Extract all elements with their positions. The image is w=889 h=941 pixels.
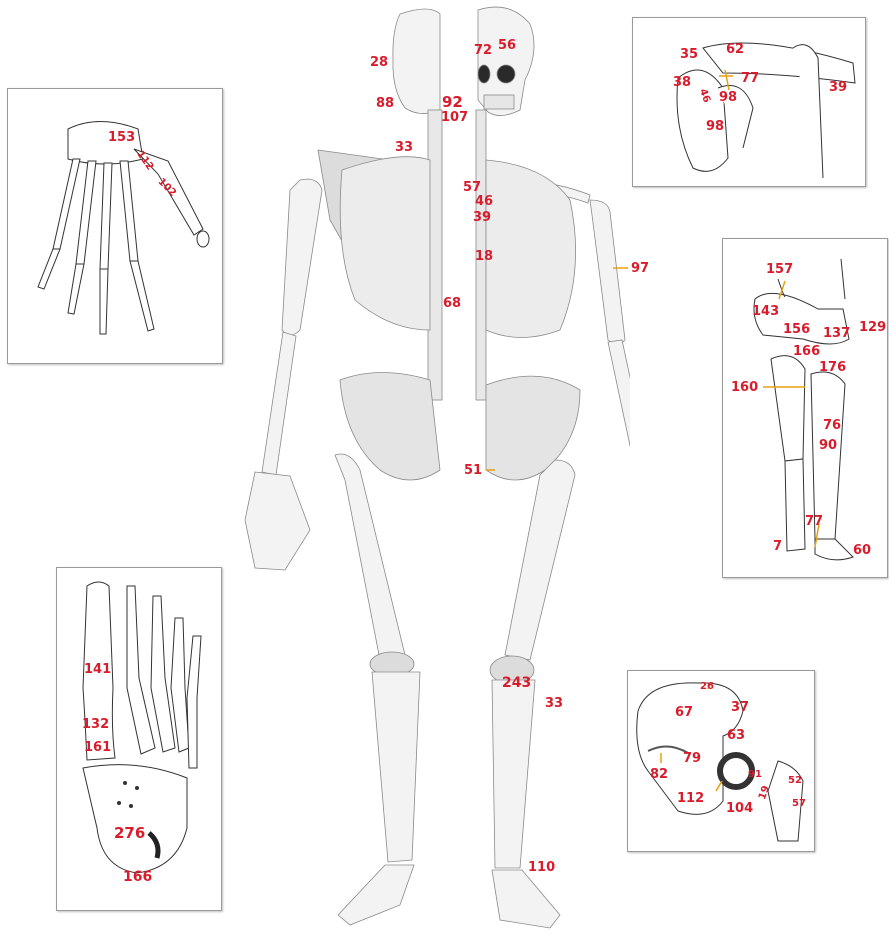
label-35: 35 <box>680 48 698 61</box>
hip-panel: 26 67 37 63 82 79 91 52 57 112 104 19 <box>627 670 815 852</box>
label-56: 56 <box>498 39 516 52</box>
skeleton-illustration <box>230 0 630 941</box>
label-79: 79 <box>683 752 701 765</box>
label-112: 112 <box>677 792 704 805</box>
label-76: 76 <box>823 419 841 432</box>
label-82: 82 <box>650 768 668 781</box>
label-243: 243 <box>502 677 531 690</box>
label-98-top: 98 <box>719 91 737 104</box>
shoulder-illustration <box>633 18 865 186</box>
label-166: 166 <box>123 871 152 884</box>
label-97: 97 <box>631 262 649 275</box>
label-52: 52 <box>788 776 802 786</box>
femur-left <box>335 454 405 660</box>
tibia-right <box>492 680 535 868</box>
label-68: 68 <box>443 297 461 310</box>
label-46: 46 <box>475 195 493 208</box>
label-176: 176 <box>819 361 846 374</box>
label-33-neck: 33 <box>395 141 413 154</box>
label-104: 104 <box>726 802 753 815</box>
label-39: 39 <box>829 81 847 94</box>
label-38: 38 <box>673 76 691 89</box>
label-60: 60 <box>853 544 871 557</box>
label-26: 26 <box>700 682 714 692</box>
label-88: 88 <box>376 97 394 110</box>
label-33-shin: 33 <box>545 697 563 710</box>
label-153: 153 <box>108 131 135 144</box>
label-51: 51 <box>464 464 482 477</box>
label-141: 141 <box>84 663 111 676</box>
hand-panel: 153 112 102 <box>7 88 223 364</box>
hip-illustration <box>628 671 814 851</box>
label-77: 77 <box>741 72 759 85</box>
forearm-left <box>262 332 296 475</box>
forearm-right <box>608 340 630 474</box>
humerus-right <box>590 200 625 344</box>
shoulder-panel: 35 62 77 38 46 98 98 39 <box>632 17 866 187</box>
femur-right <box>505 460 575 660</box>
ribcage-back <box>340 157 430 330</box>
label-28: 28 <box>370 56 388 69</box>
label-156: 156 <box>783 323 810 336</box>
label-91: 91 <box>748 770 762 780</box>
label-107: 107 <box>441 111 468 124</box>
label-7: 7 <box>773 540 782 553</box>
label-39: 39 <box>473 211 491 224</box>
elbow-panel: 157 143 156 137 129 166 176 160 76 90 77… <box>722 238 888 578</box>
foot-right <box>492 870 560 928</box>
label-62: 62 <box>726 43 744 56</box>
humerus-left <box>282 179 322 335</box>
label-160: 160 <box>731 381 758 394</box>
label-143: 143 <box>752 305 779 318</box>
hand-left <box>245 472 310 570</box>
label-90: 90 <box>819 439 837 452</box>
skull-posterior <box>393 9 440 114</box>
tibia-left <box>372 672 420 862</box>
label-98-bottom: 98 <box>706 120 724 133</box>
label-92: 92 <box>442 96 463 109</box>
label-137: 137 <box>823 327 850 340</box>
label-72: 72 <box>474 44 492 57</box>
label-37: 37 <box>731 701 749 714</box>
foot-illustration <box>57 568 221 910</box>
label-132: 132 <box>82 718 109 731</box>
label-67: 67 <box>675 706 693 719</box>
label-57: 57 <box>463 181 481 194</box>
foot-left <box>338 865 414 925</box>
label-63: 63 <box>727 729 745 742</box>
label-157: 157 <box>766 263 793 276</box>
label-77: 77 <box>805 515 823 528</box>
label-166: 166 <box>793 345 820 358</box>
label-18: 18 <box>475 250 493 263</box>
label-161: 161 <box>84 741 111 754</box>
label-110: 110 <box>528 861 555 874</box>
foot-panel: 141 132 161 276 166 <box>56 567 222 911</box>
label-129: 129 <box>859 321 886 334</box>
label-276: 276 <box>114 827 145 840</box>
label-57: 57 <box>792 799 806 809</box>
